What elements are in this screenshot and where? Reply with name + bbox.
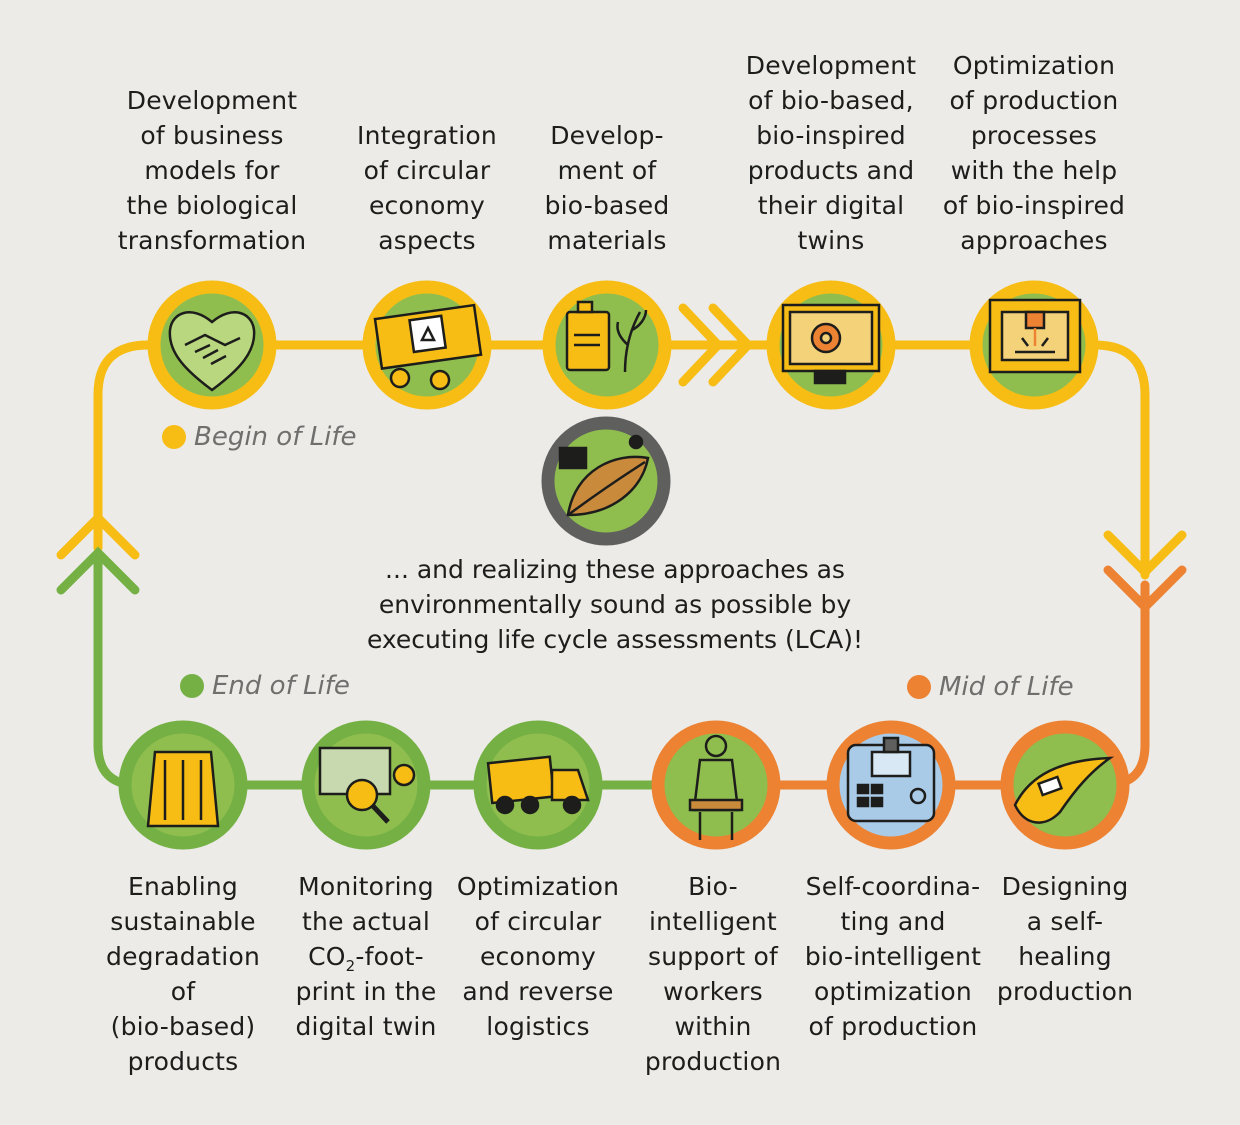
control-panel-icon	[846, 736, 936, 823]
label-worker-support: Bio- intelligent support of workers with…	[644, 872, 782, 1076]
exoskeleton-worker-icon	[688, 734, 744, 840]
phase-mid-of-life: Mid of Life	[907, 672, 1074, 702]
lca-statement: ... and realizing these approaches as en…	[366, 555, 864, 654]
handshake-heart-icon	[168, 311, 256, 392]
end-of-life-dot	[180, 674, 204, 698]
step-worker-support	[651, 720, 781, 850]
step-bio-based-materials	[542, 280, 672, 410]
bandaged-hand-icon	[1013, 756, 1115, 824]
phase-begin-of-life: Begin of Life	[162, 422, 357, 452]
step-self-healing	[1000, 720, 1130, 850]
label-self-healing: Designing a self- healing production	[996, 872, 1134, 1006]
label-production-optimization: Optimization of production processes wit…	[942, 51, 1126, 255]
canister-plant-icon	[565, 300, 648, 373]
label-reverse-logistics: Optimization of circular economy and rev…	[456, 872, 620, 1041]
label-circular-economy: Integration of circular economy aspects	[357, 121, 497, 255]
binary-magnifier-icon	[318, 746, 416, 824]
phase-mid-label: Mid of Life	[939, 672, 1074, 702]
step-business-models	[147, 280, 277, 410]
co2-text-start: Monitoring the actual CO	[298, 872, 434, 971]
mid-of-life-dot	[907, 675, 931, 699]
up-arrow-icon	[56, 511, 140, 595]
down-arrow-icon	[1103, 530, 1187, 614]
step-products-digital-twins	[766, 280, 896, 410]
lca-circle	[541, 416, 671, 546]
phase-end-label: End of Life	[212, 671, 350, 701]
phase-begin-label: Begin of Life	[194, 422, 357, 452]
step-co2-monitoring	[301, 720, 431, 850]
leaf-icon	[558, 434, 650, 517]
forward-arrow-icon	[678, 303, 755, 387]
step-production-optimization	[969, 280, 1099, 410]
step-self-coordinating	[826, 720, 956, 850]
recycling-container-icon	[373, 303, 483, 391]
recycling-truck-icon	[486, 755, 590, 815]
label-self-coordinating: Self-coordina- ting and bio-intelligent …	[804, 872, 982, 1041]
label-degradation: Enabling sustainable degradation of (bio…	[106, 872, 260, 1076]
co2-text-end: -foot- print in the digital twin	[295, 942, 437, 1041]
monitor-gear-icon	[781, 303, 881, 385]
label-bio-based-materials: Develop- ment of bio-based materials	[544, 121, 670, 255]
laser-machine-icon	[988, 298, 1082, 374]
step-reverse-logistics	[473, 720, 603, 850]
label-business-models: Development of business models for the b…	[117, 86, 307, 255]
phase-end-of-life: End of Life	[180, 671, 350, 701]
step-degradation	[118, 720, 248, 850]
co2-subscript: 2	[345, 957, 356, 975]
label-co2-monitoring: Monitoring the actual CO2-foot- print in…	[288, 869, 444, 1044]
step-circular-economy	[362, 280, 492, 410]
compost-bin-icon	[146, 750, 220, 828]
label-products-digital-twins: Development of bio-based, bio-inspired p…	[745, 51, 917, 255]
begin-of-life-dot	[162, 425, 186, 449]
